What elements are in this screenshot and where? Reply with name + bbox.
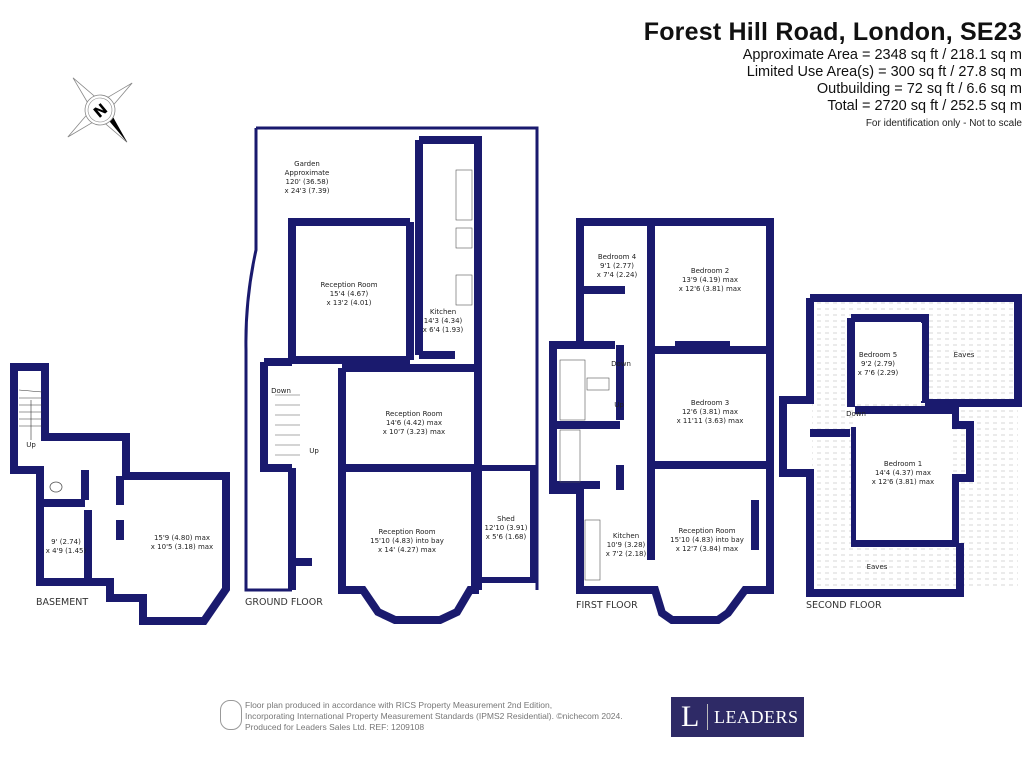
ff-stairs-down: Down xyxy=(611,360,631,368)
basement-room2-dim1: 15'9 (4.80) max xyxy=(154,534,210,542)
garden-name: Garden xyxy=(294,160,320,168)
bedroom3-dim2: x 11'11 (3.63) max xyxy=(677,417,744,425)
gf-kitchen-name: Kitchen xyxy=(430,308,456,316)
first-floor-fixtures xyxy=(559,359,610,581)
gf-reception3-dim1: 15'10 (4.83) into bay xyxy=(370,537,444,545)
bedroom2-dim1: 13'9 (4.19) max xyxy=(682,276,738,284)
ff-kitchen-dim2: x 7'2 (2.18) xyxy=(606,550,647,558)
bedroom5-floor xyxy=(856,323,922,401)
second-floor-plan xyxy=(779,294,1022,597)
gf-stairs-down: Down xyxy=(271,387,291,395)
bedroom2-name: Bedroom 2 xyxy=(691,267,729,275)
garden-dim2: 120' (36.58) xyxy=(285,178,328,186)
approx-area: Approximate Area = 2348 sq ft / 218.1 sq… xyxy=(742,47,1022,63)
footer-line-2: Incorporating International Property Mea… xyxy=(245,711,623,721)
ff-reception-dim1: 15'10 (4.83) into bay xyxy=(670,536,744,544)
bedroom2-dim2: x 12'6 (3.81) max xyxy=(679,285,741,293)
eaves-upper-label: Eaves xyxy=(954,351,975,359)
shed-dim1: 12'10 (3.91) xyxy=(484,524,527,532)
bedroom4-dim2: x 7'4 (2.24) xyxy=(597,271,638,279)
bedroom4-name: Bedroom 4 xyxy=(598,253,637,261)
footer-notes: Floor plan produced in accordance with R… xyxy=(245,700,623,733)
gf-reception2-dim1: 14'6 (4.42) max xyxy=(386,419,442,427)
gf-reception1-dim1: 15'4 (4.67) xyxy=(330,290,369,298)
shed-dim2: x 5'6 (1.68) xyxy=(486,533,527,541)
gf-reception1-dim2: x 13'2 (4.01) xyxy=(327,299,372,307)
bedroom5-dim2: x 7'6 (2.29) xyxy=(858,369,899,377)
gf-reception3-dim2: x 14' (4.27) max xyxy=(378,546,436,554)
compass-icon xyxy=(67,77,133,143)
basement-plan xyxy=(10,363,230,625)
bedroom1-floor xyxy=(856,414,952,540)
ff-reception-dim2: x 12'7 (3.84) max xyxy=(676,545,738,553)
ff-reception-name: Reception Room xyxy=(678,527,735,535)
second-floor-label: SECOND FLOOR xyxy=(806,600,882,611)
bedroom4-dim1: 9'1 (2.77) xyxy=(600,262,634,270)
first-floor-label: FIRST FLOOR xyxy=(576,600,638,611)
bedroom5-name: Bedroom 5 xyxy=(859,351,897,359)
outbuilding-area: Outbuilding = 72 sq ft / 6.6 sq m xyxy=(816,81,1022,97)
bedroom5-dim1: 9'2 (2.79) xyxy=(861,360,895,368)
footer-line-1: Floor plan produced in accordance with R… xyxy=(245,700,553,710)
person-info-icon xyxy=(220,700,242,730)
gf-reception3-name: Reception Room xyxy=(378,528,435,536)
bedroom3-dim1: 12'6 (3.81) max xyxy=(682,408,738,416)
bedroom3-name: Bedroom 3 xyxy=(691,399,729,407)
ground-fixtures xyxy=(275,169,473,456)
footer-line-3: Produced for Leaders Sales Ltd. REF: 120… xyxy=(245,722,425,732)
limited-use-area: Limited Use Area(s) = 300 sq ft / 27.8 s… xyxy=(746,64,1022,80)
basement-stairs-label: Up xyxy=(26,441,36,449)
bedroom1-dim2: x 12'6 (3.81) max xyxy=(872,478,934,486)
leaders-logo: L LEADERS xyxy=(671,697,804,737)
ff-stairs-up: Up xyxy=(614,401,624,409)
basement-room2-dim2: x 10'5 (3.18) max xyxy=(151,543,213,551)
eaves-lower-label: Eaves xyxy=(867,563,888,571)
logo-letter: L xyxy=(681,700,700,733)
logo-divider xyxy=(707,704,708,730)
sf-stairs-down: Down xyxy=(846,410,866,418)
ff-kitchen-name: Kitchen xyxy=(613,532,639,540)
scale-note: For identification only - Not to scale xyxy=(865,118,1022,129)
gf-kitchen-dim1: 14'3 (4.34) xyxy=(424,317,463,325)
ground-floor-plan xyxy=(244,126,539,624)
garden-dim1: Approximate xyxy=(285,169,330,177)
basement-room1-dim2: x 4'9 (1.45) xyxy=(46,547,87,555)
gf-reception2-name: Reception Room xyxy=(385,410,442,418)
garden-dim3: x 24'3 (7.39) xyxy=(285,187,330,195)
shed-name: Shed xyxy=(497,515,515,523)
first-floor-plan xyxy=(549,218,774,624)
gf-kitchen-dim2: x 6'4 (1.93) xyxy=(423,326,464,334)
basement-room1-dim1: 9' (2.74) xyxy=(51,538,81,546)
property-title: Forest Hill Road, London, SE23 xyxy=(643,18,1022,46)
toilet-icon xyxy=(49,481,63,493)
header: Forest Hill Road, London, SE23 Approxima… xyxy=(644,18,1022,129)
gf-stairs-up: Up xyxy=(309,447,319,455)
bedroom1-name: Bedroom 1 xyxy=(884,460,922,468)
gf-reception1-name: Reception Room xyxy=(320,281,377,289)
ground-floor-label: GROUND FLOOR xyxy=(245,597,323,608)
basement-label: BASEMENT xyxy=(36,597,88,608)
total-area: Total = 2720 sq ft / 252.5 sq m xyxy=(827,98,1022,114)
ff-kitchen-dim1: 10'9 (3.28) xyxy=(607,541,646,549)
logo-name: LEADERS xyxy=(714,706,799,727)
basement-stairs xyxy=(18,389,43,440)
bedroom1-dim1: 14'4 (4.37) max xyxy=(875,469,931,477)
gf-reception2-dim2: x 10'7 (3.23) max xyxy=(383,428,445,436)
